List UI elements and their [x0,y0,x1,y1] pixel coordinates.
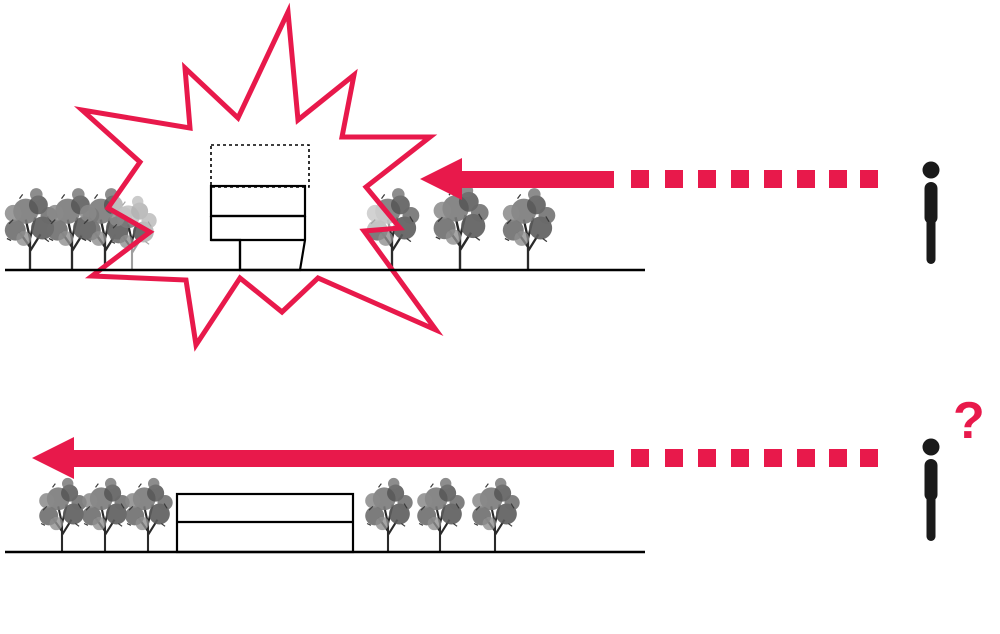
sight-line-dashes [631,170,878,188]
tree-icon [364,476,521,554]
tree-icon [38,476,174,554]
starburst-icon [73,2,444,352]
arrow-left-icon [420,158,614,200]
top-scene [3,2,940,352]
question-mark: ? [953,392,985,450]
arrow-left-icon [32,437,614,479]
sight-line-dashes [631,449,878,467]
bottom-scene: ? [5,392,985,554]
person-silhouette-icon [922,438,940,541]
person-silhouette-icon [922,161,940,264]
low-building [175,492,355,554]
